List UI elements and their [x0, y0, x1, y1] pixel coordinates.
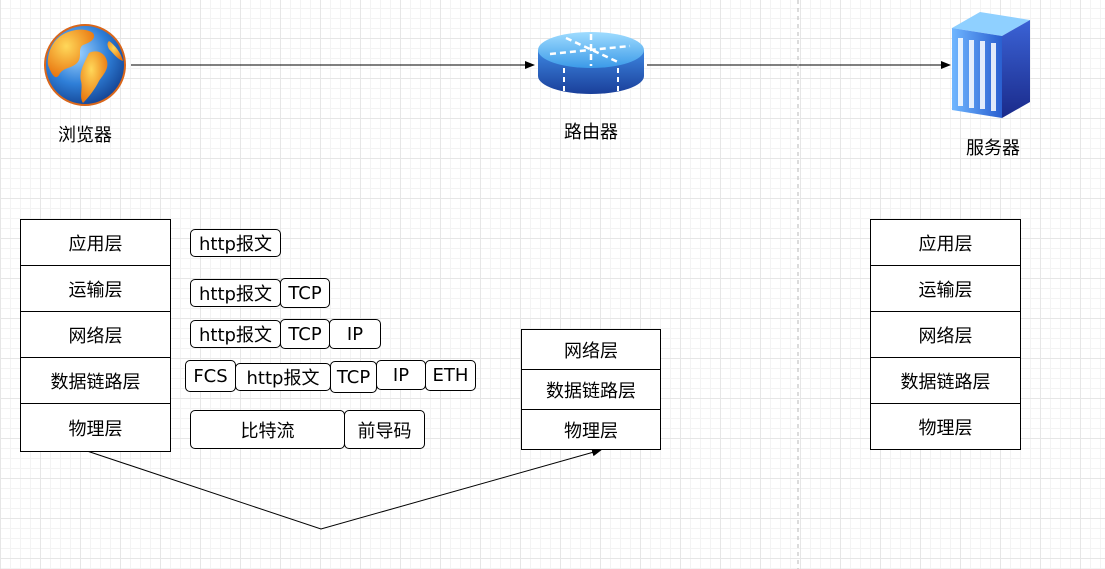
- network-ip-header: IP: [329, 319, 381, 349]
- physical-bitstream: 比特流: [190, 410, 345, 449]
- server-layer-transport: 运输层: [871, 266, 1020, 312]
- router-protocol-stack: 网络层 数据链路层 物理层: [521, 329, 661, 450]
- server-protocol-stack: 应用层 运输层 网络层 数据链路层 物理层: [870, 219, 1021, 450]
- datalink-fcs-trailer: FCS: [185, 360, 236, 392]
- router-layer-physical: 物理层: [564, 420, 618, 442]
- network-tcp-header: TCP: [280, 319, 330, 349]
- server-layer-physical: 物理层: [918, 417, 973, 439]
- router-icon: [538, 32, 644, 94]
- client-layer-datalink: 数据链路层: [21, 358, 170, 404]
- client-layer-transport: 运输层: [21, 266, 170, 312]
- browser-label: 浏览器: [58, 125, 112, 146]
- app-http-message: http报文: [190, 229, 281, 257]
- datalink-http-message: http报文: [235, 363, 331, 391]
- server-layer-datalink: 数据链路层: [871, 358, 1020, 404]
- server-layer-network: 网络层: [871, 312, 1020, 358]
- router-label: 路由器: [564, 122, 618, 143]
- globe-icon: [44, 24, 126, 106]
- server-icon: [952, 12, 1030, 118]
- client-layer-physical: 物理层: [68, 418, 123, 440]
- client-protocol-stack: 应用层 运输层 网络层 数据链路层 物理层: [20, 219, 171, 452]
- physical-path-arrow: [86, 448, 602, 530]
- server-label: 服务器: [966, 138, 1020, 159]
- datalink-ip-header: IP: [376, 360, 426, 390]
- server-layer-application: 应用层: [871, 220, 1020, 266]
- router-layer-network: 网络层: [522, 330, 660, 370]
- network-http-message: http报文: [190, 320, 281, 348]
- transport-http-message: http报文: [190, 279, 281, 307]
- datalink-tcp-header: TCP: [330, 361, 377, 393]
- client-layer-network: 网络层: [21, 312, 170, 358]
- datalink-eth-header: ETH: [425, 360, 476, 391]
- transport-tcp-header: TCP: [280, 278, 330, 308]
- client-layer-application: 应用层: [21, 220, 170, 266]
- physical-preamble: 前导码: [344, 410, 425, 449]
- router-layer-datalink: 数据链路层: [522, 370, 660, 410]
